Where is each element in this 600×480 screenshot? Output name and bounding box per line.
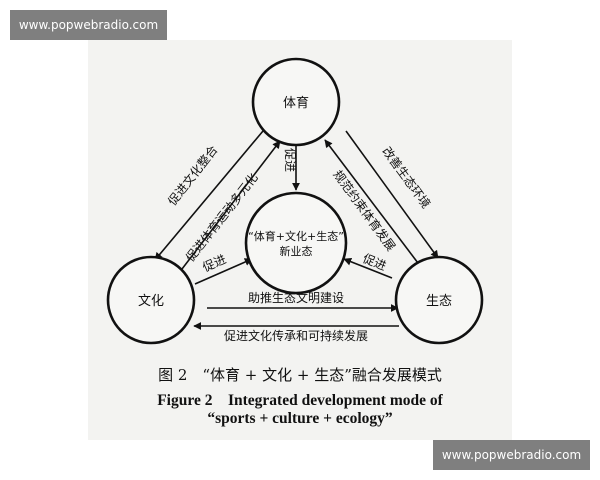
node-center-label-2: 新业态 [280, 244, 313, 258]
node-sports-label: 体育 [283, 95, 309, 111]
node-ecology-circle [394, 255, 484, 345]
label-culture-to-ecology: 助推生态文明建设 [248, 290, 344, 305]
diagram-svg: 体育 文化 生态 “体育+文化+生态” 新业态 促进文化整合 促进体育运动多元化… [106, 57, 484, 345]
caption-english-line1: Figure 2 Integrated development mode of [157, 392, 443, 409]
arrow-culture-to-center [194, 258, 253, 285]
node-center-circle [244, 191, 348, 295]
caption-english-line2: “sports + culture + ecology” [207, 410, 393, 427]
label-sports-to-center: 促进 [283, 148, 297, 172]
caption-chinese: 图 2 “体育 + 文化 + 生态”融合发展模式 [158, 366, 442, 384]
label-sports-to-ecology: 改善生态环境 [379, 144, 433, 211]
label-ecology-to-culture: 促进文化传承和可持续发展 [224, 328, 368, 343]
node-culture-label: 文化 [138, 294, 164, 309]
watermark-bottom: www.popwebradio.com [433, 440, 590, 470]
arrow-sports-to-ecology [345, 130, 439, 259]
label-ecology-to-center: 促进 [361, 251, 389, 273]
node-ecology-label: 生态 [426, 294, 452, 309]
watermark-top: www.popwebradio.com [10, 10, 167, 40]
arrow-culture-to-sports [181, 140, 281, 270]
figure-panel: 体育 文化 生态 “体育+文化+生态” 新业态 促进文化整合 促进体育运动多元化… [88, 40, 512, 440]
arrow-ecology-to-sports [324, 139, 422, 268]
label-sports-to-culture: 促进文化整合 [164, 142, 220, 208]
node-culture-circle [106, 255, 196, 345]
node-center-label-1: “体育+文化+生态” [248, 229, 344, 243]
arrow-sports-to-culture [154, 130, 264, 261]
arrow-ecology-to-center [343, 257, 393, 279]
node-sports-circle [251, 57, 341, 147]
